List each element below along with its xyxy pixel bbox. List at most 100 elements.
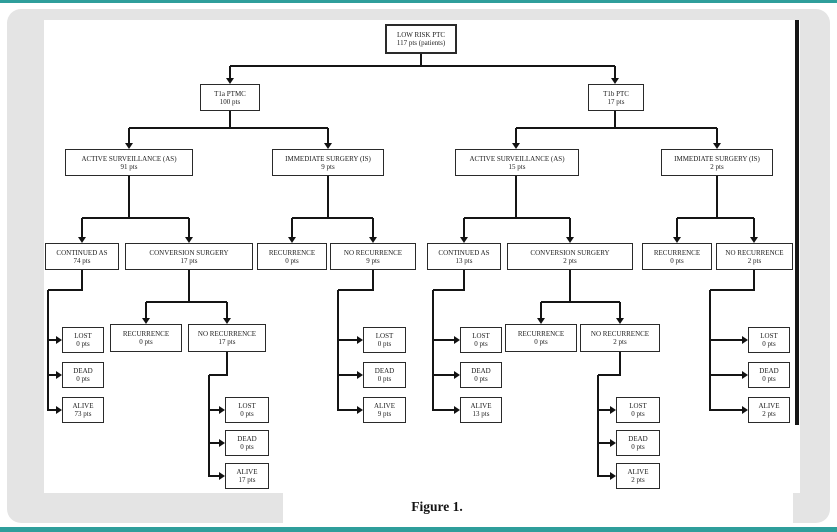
node-dead-norec-left: DEAD 0 pts [225,430,269,456]
node-recurrence-is-left: RECURRENCE 0 pts [257,243,327,270]
arrowhead-right-icon [742,371,748,379]
connector-line [47,290,49,411]
node-alive-is-left: ALIVE 9 pts [363,397,406,423]
arrowhead-right-icon [56,336,62,344]
connector-line [48,409,57,411]
connector-line [753,218,755,237]
connector-line [464,217,570,219]
node-dead-is-left: DEAD 0 pts [363,362,406,388]
node-dead-continued-right: DEAD 0 pts [460,362,502,388]
node-low-risk-ptc: LOW RISK PTC 117 pts (patients) [385,24,457,54]
node-alive-norec-right: ALIVE 2 pts [616,463,660,489]
connector-line [710,339,743,341]
connector-line [209,475,220,477]
node-count: 0 pts [240,410,254,418]
arrowhead-right-icon [742,406,748,414]
node-title: CONTINUED AS [438,248,490,257]
arrowhead-down-icon [369,237,377,243]
arrowhead-right-icon [56,371,62,379]
node-count: 2 pts [631,476,645,484]
connector-line [188,270,190,302]
node-count: 17 pts [607,97,625,106]
node-count: 13 pts [472,410,490,418]
connector-line [676,218,678,237]
connector-line [338,374,358,376]
node-title: ACTIVE SURVEILLANCE (AS) [469,154,565,163]
node-continued-as-right: CONTINUED AS 13 pts [427,243,501,270]
connector-line [710,409,743,411]
connector-line [82,217,189,219]
connector-line [372,270,374,291]
connector-line [81,270,83,291]
caption-band [283,489,793,532]
node-count: 2 pts [563,256,577,265]
arrowhead-right-icon [357,406,363,414]
node-count: 0 pts [474,340,488,348]
node-conversion-surgery-left: CONVERSION SURGERY 17 pts [125,243,253,270]
connector-line [598,374,621,376]
connector-line [230,65,615,67]
node-dead-is-right: DEAD 0 pts [748,362,790,388]
connector-line [146,301,227,303]
connector-line [614,66,616,78]
arrowhead-down-icon [223,318,231,324]
node-no-recurrence-conv-right: NO RECURRENCE 2 pts [580,324,660,352]
node-alive-continued-right: ALIVE 13 pts [460,397,502,423]
accent-bar-top [0,0,837,3]
node-count: 0 pts [377,375,392,383]
node-dead-norec-right: DEAD 0 pts [616,430,660,456]
arrowhead-down-icon [537,318,545,324]
node-alive-continued-left: ALIVE 73 pts [62,397,104,423]
node-title: CONVERSION SURGERY [530,248,610,257]
node-lost-norec-right: LOST 0 pts [616,397,660,423]
node-title: LOST [74,332,92,340]
node-title: RECURRENCE [122,330,170,338]
node-lost-is-left: LOST 0 pts [363,327,406,353]
node-title: DEAD [237,435,257,443]
connector-line [569,218,571,237]
node-title: LOST [629,402,647,410]
arrowhead-right-icon [357,336,363,344]
node-title: NO RECURRENCE [590,330,650,338]
node-count: 0 pts [285,256,299,265]
connector-line [433,289,465,291]
node-count: 2 pts [747,256,762,265]
arrowhead-right-icon [742,336,748,344]
connector-line [619,352,621,376]
connector-line [598,442,611,444]
node-alive-norec-left: ALIVE 17 pts [225,463,269,489]
connector-line [209,409,220,411]
node-title: DEAD [759,367,779,375]
connector-line [541,301,620,303]
arrowhead-down-icon [185,237,193,243]
node-count: 13 pts [455,256,473,265]
node-count: 15 pts [508,162,526,171]
arrowhead-down-icon [78,237,86,243]
node-t1b-ptc: T1b PTC 17 pts [588,84,644,111]
connector-line [515,176,517,218]
connector-line [420,54,422,66]
connector-line [327,176,329,218]
connector-line [128,176,130,218]
node-no-recurrence-conv-left: NO RECURRENCE 17 pts [188,324,266,352]
connector-line [710,289,755,291]
connector-line [716,128,718,143]
node-title: DEAD [73,367,93,375]
page-rule [795,20,799,425]
node-title: ALIVE [374,402,395,410]
node-no-recurrence-is-right: NO RECURRENCE 2 pts [716,243,793,270]
connector-line [463,218,465,237]
node-count: 0 pts [76,340,90,348]
node-t1a-ptmc: T1a PTMC 100 pts [200,84,260,111]
connector-line [209,442,220,444]
connector-line [433,409,455,411]
node-active-surveillance-left: ACTIVE SURVEILLANCE (AS) 91 pts [65,149,193,176]
connector-line [677,217,754,219]
node-count: 9 pts [321,162,335,171]
connector-line [619,302,621,318]
arrowhead-right-icon [219,406,225,414]
connector-line [48,289,83,291]
connector-line [432,290,434,411]
connector-line [188,218,190,237]
arrowhead-down-icon [673,237,681,243]
